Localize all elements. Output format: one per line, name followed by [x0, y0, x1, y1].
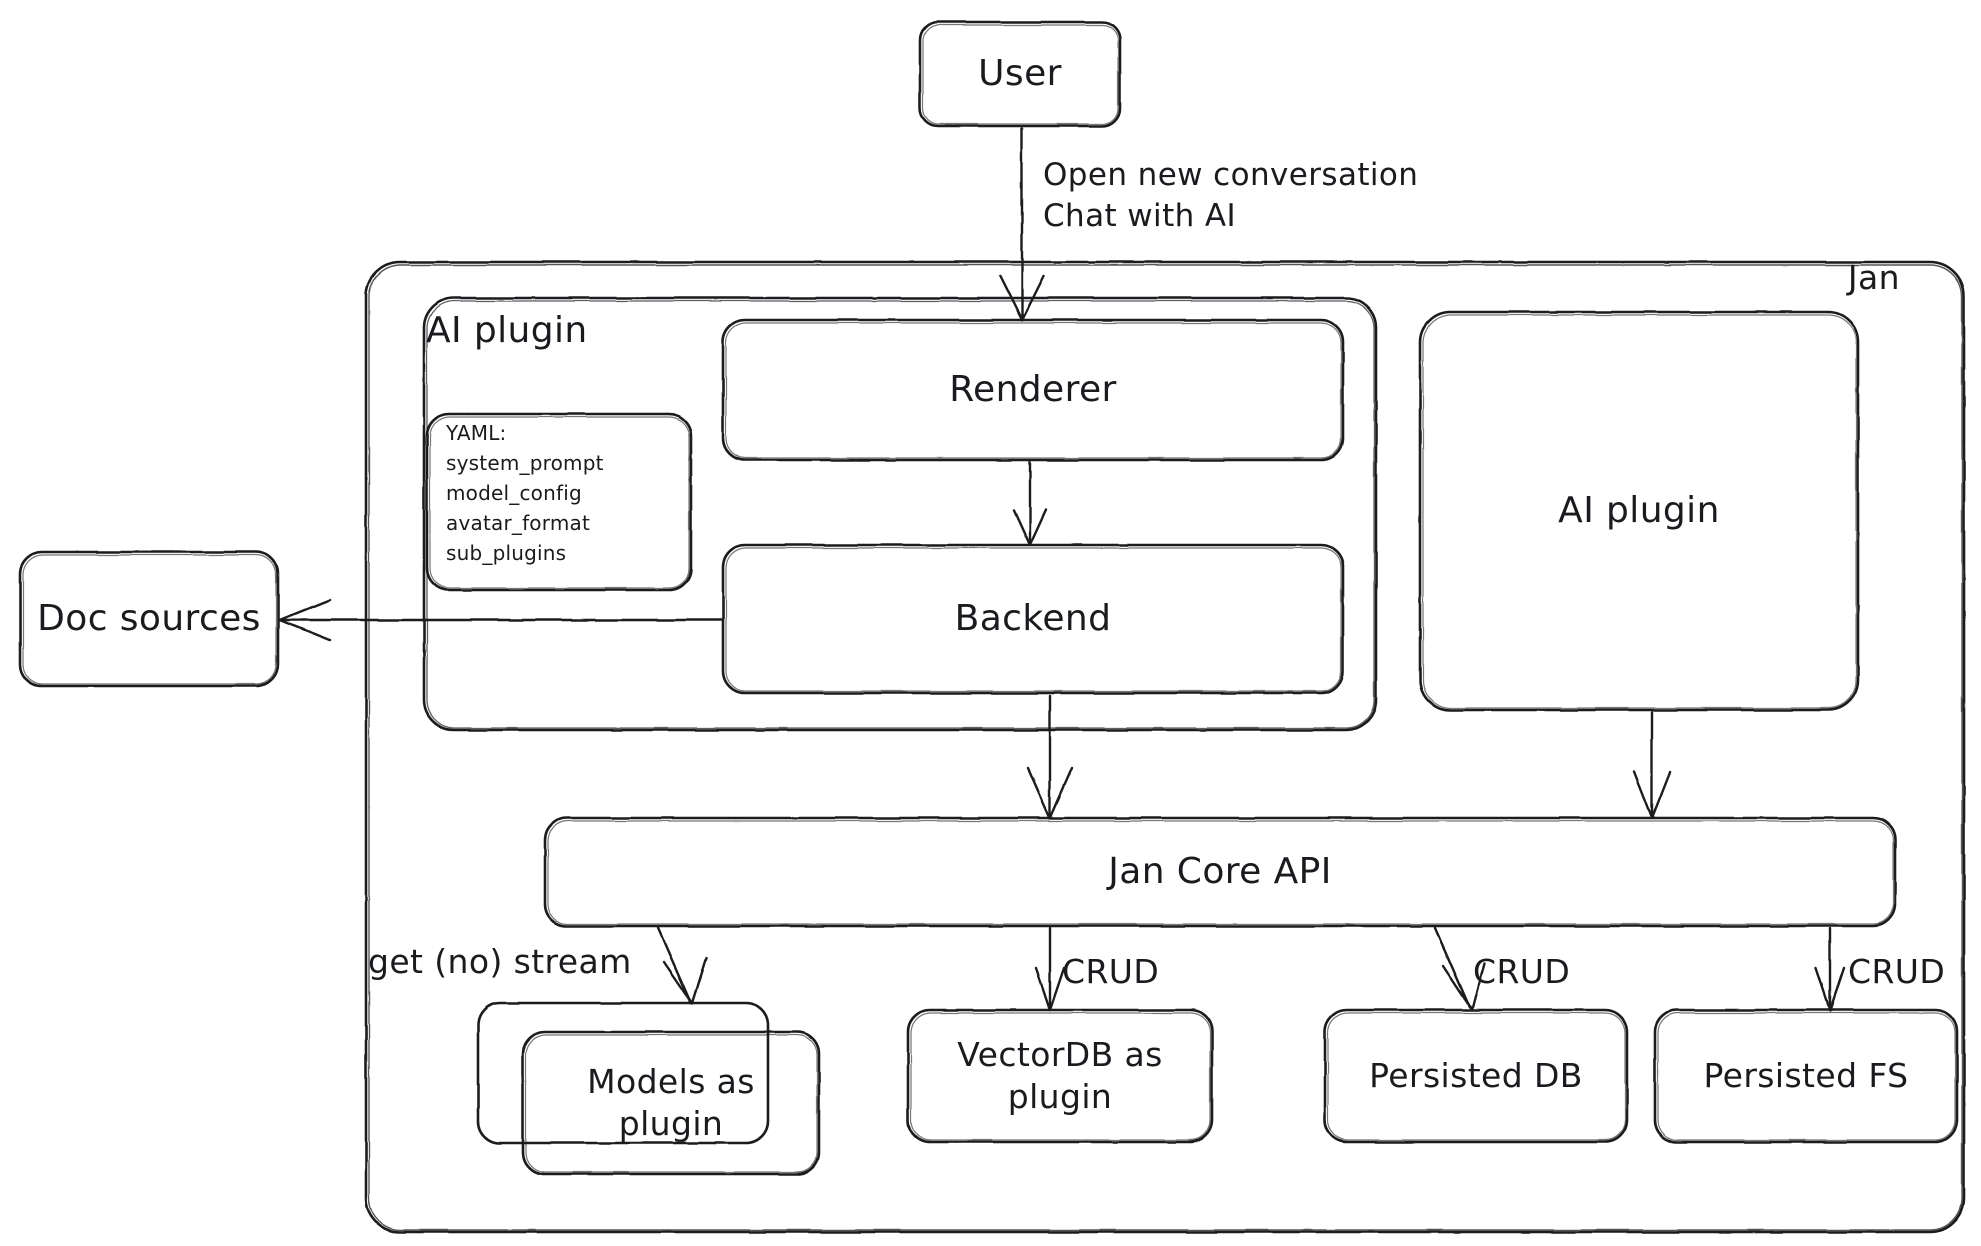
- doc-sources-node[interactable]: [20, 552, 278, 686]
- renderer-box-shape: [721, 318, 1345, 462]
- backend-box-shape: [721, 543, 1345, 695]
- edge-backend-to-jan-core-api: [1026, 693, 1074, 820]
- doc-sources-box-shape: [18, 550, 280, 688]
- vectordb-as-plugin-node[interactable]: [908, 1010, 1212, 1142]
- yaml-card-text: YAML: system_prompt model_config avatar_…: [446, 421, 604, 565]
- persisted-db-shape: [1323, 1008, 1629, 1144]
- edge-label-user-to-renderer: Open new conversation Chat with AI: [1043, 157, 1419, 234]
- jan-core-api-node[interactable]: [545, 818, 1895, 926]
- edge-label-get-no-stream: get (no) stream: [368, 942, 632, 981]
- user-box-shape: [918, 20, 1122, 128]
- renderer-node[interactable]: [723, 320, 1343, 460]
- persisted-db-node[interactable]: [1325, 1010, 1627, 1142]
- edge-api-to-vectordb: [1034, 926, 1066, 1012]
- jan-container-shape: [364, 260, 1966, 1234]
- backend-node[interactable]: [723, 545, 1343, 693]
- edge-renderer-to-backend: [1012, 460, 1048, 547]
- jan-group-label: Jan: [1847, 258, 1900, 297]
- persisted-fs-shape: [1653, 1008, 1959, 1144]
- yaml-card-shape: [425, 412, 693, 592]
- models-as-plugin-shape: [476, 1001, 821, 1176]
- ai-plugin-node[interactable]: [1420, 312, 1858, 710]
- edge-label-crud-persisted-fs: CRUD: [1848, 952, 1946, 991]
- ai-plugin-group-label: AI plugin: [426, 310, 588, 351]
- edge-ai-plugin-to-jan-core-api: [1632, 710, 1672, 820]
- edge-label-crud-persisted-db: CRUD: [1473, 952, 1571, 991]
- yaml-card-node[interactable]: [427, 414, 691, 590]
- edge-api-to-models: [656, 926, 708, 1005]
- user-node[interactable]: [920, 22, 1120, 126]
- edge-user-to-renderer: [998, 126, 1046, 322]
- ai-plugin-box-shape: [1418, 310, 1860, 712]
- edge-backend-to-doc-sources: [278, 598, 723, 642]
- edge-label-crud-vectordb: CRUD: [1062, 952, 1160, 991]
- edge-api-to-persisted-fs: [1814, 926, 1846, 1012]
- vectordb-as-plugin-shape: [906, 1008, 1214, 1144]
- jan-core-api-shape: [543, 816, 1897, 928]
- persisted-fs-node[interactable]: [1655, 1010, 1957, 1142]
- edge-api-to-persisted-db: [1433, 926, 1486, 1012]
- models-as-plugin-node[interactable]: [478, 1003, 819, 1174]
